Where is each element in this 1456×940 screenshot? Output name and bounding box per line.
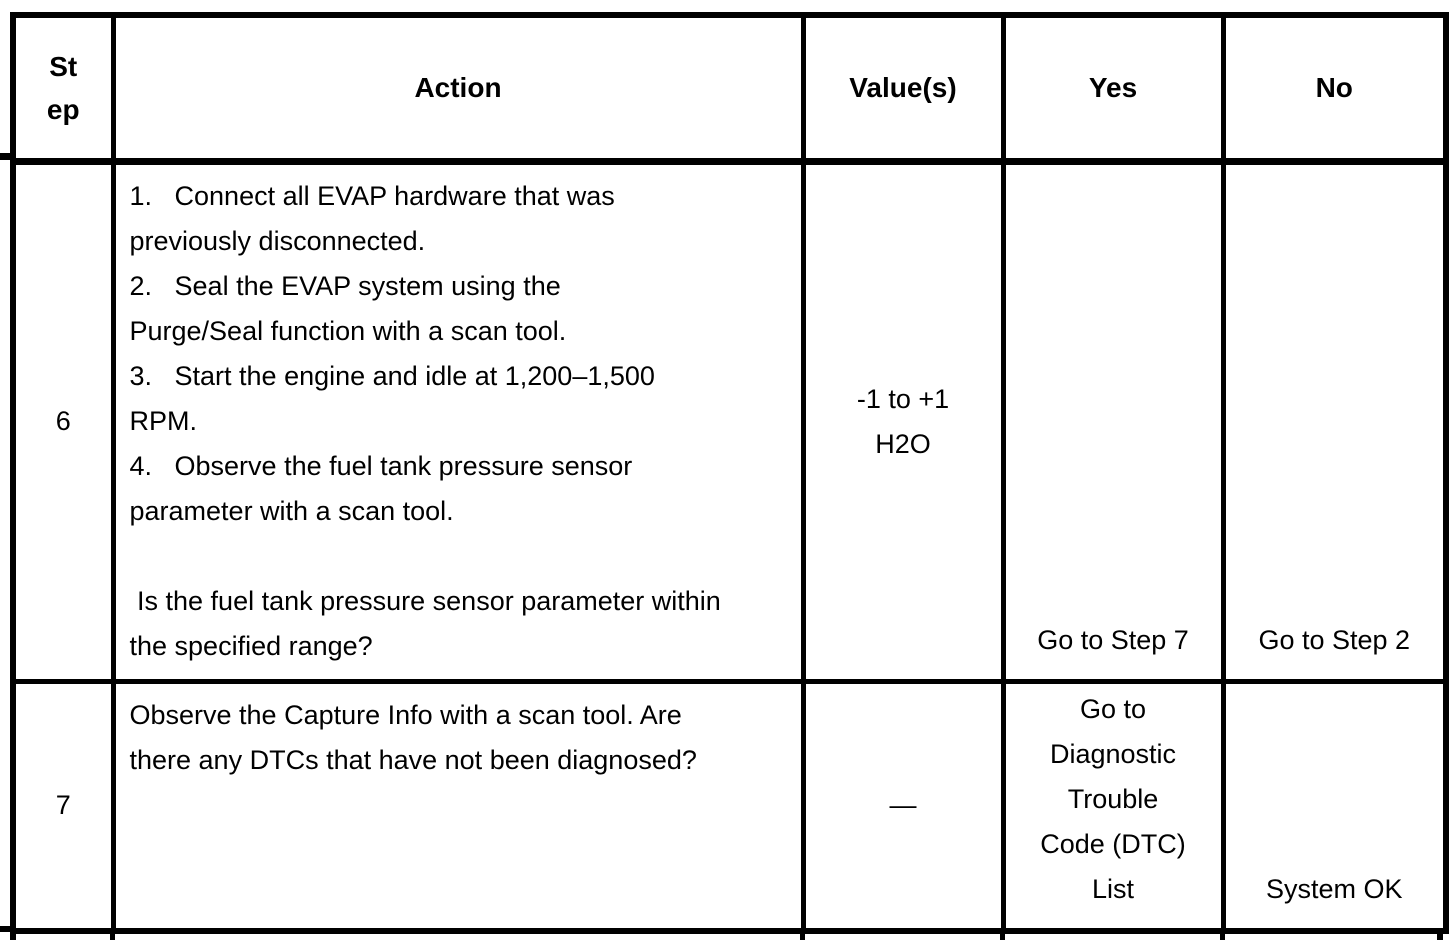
step-cell: 6 <box>10 158 116 684</box>
table-row-step-6: 6 1. Connect all EVAP hardware that was … <box>10 158 1449 684</box>
values-cell: — <box>800 678 1006 934</box>
table-row-step-7: 7 Observe the Capture Info with a scan t… <box>10 678 1449 934</box>
scan-artifact-header-rule-bleed <box>0 153 11 160</box>
action-cell: 1. Connect all EVAP hardware that was pr… <box>110 158 806 684</box>
no-cell: Go to Step 2 <box>1220 158 1449 684</box>
header-yes: Yes <box>1000 12 1226 165</box>
header-values: Value(s) <box>800 12 1006 165</box>
header-no: No <box>1220 12 1449 165</box>
yes-cell: Go to Step 7 <box>1000 158 1226 684</box>
table-header-row: St ep Action Value(s) Yes No <box>10 12 1449 165</box>
scan-artifact-column-line <box>800 932 805 940</box>
step-cell: 7 <box>10 678 116 934</box>
values-cell: -1 to +1 H2O <box>800 158 1006 684</box>
scan-artifact-column-line <box>110 932 115 940</box>
no-cell: System OK <box>1220 678 1449 934</box>
scan-artifact-column-line <box>1000 932 1005 940</box>
scan-artifact-column-line <box>1437 932 1443 940</box>
yes-cell: Go to Diagnostic Trouble Code (DTC) List <box>1000 678 1226 934</box>
header-step: St ep <box>10 12 116 165</box>
header-action: Action <box>110 12 806 165</box>
scan-artifact-column-line <box>1220 932 1225 940</box>
scan-artifact-column-line <box>10 932 16 940</box>
diagnostic-step-table: St ep Action Value(s) Yes No 6 1. Connec… <box>10 12 1449 934</box>
scan-artifact-bottom-rule-bleed <box>0 926 11 932</box>
action-cell: Observe the Capture Info with a scan too… <box>110 678 806 934</box>
